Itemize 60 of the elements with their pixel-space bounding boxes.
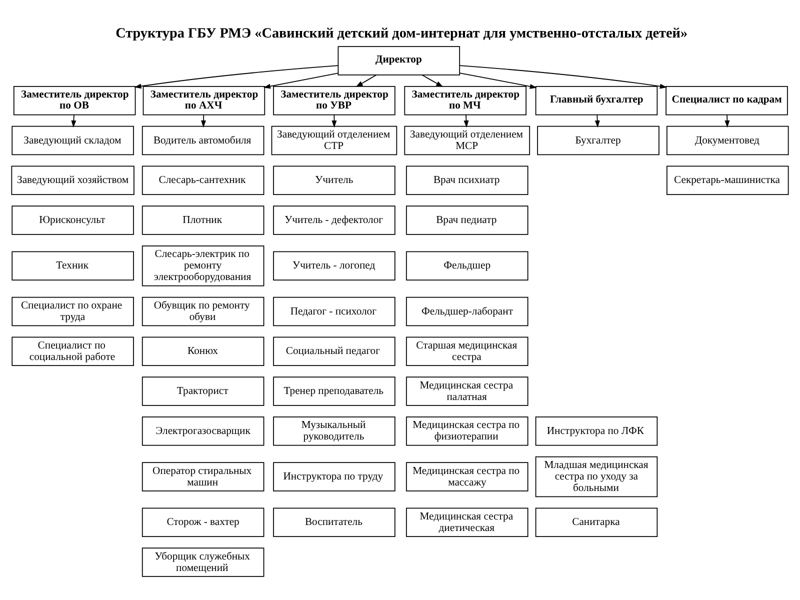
node-box: Плотник [142,206,264,235]
node-box: Социальный педагог [273,336,396,366]
node-box: Учитель - логопед [273,251,396,280]
node-box: Директор [338,46,460,76]
node-box: Медицинская сестра по физиотерапии [406,416,528,446]
node-box: Слесарь-сантехник [142,166,264,195]
node-box: Слесарь-электрик по ремонту электрооборудования [142,246,264,286]
node-box: Техник [12,251,134,280]
node-box: Заведующий складом [12,126,134,156]
arrow [459,72,537,89]
arrow [356,74,377,88]
node-box: Специалист по охране труда [12,296,134,326]
node-box: Электрогазосварщик [142,416,264,446]
arrow [263,72,338,89]
node-box: Тренер преподаватель [273,376,396,406]
node-box: Учитель [273,166,396,195]
node-box: Документовед [666,126,789,156]
arrow [459,65,668,89]
node-box: Медицинская сестра по массажу [406,462,528,492]
node-box: Инструктора по труду [273,462,396,492]
node-box: Главный бухгалтер [535,86,658,116]
node-box: Заведующий отделением СТР [271,126,398,156]
node-box: Заместитель директор по УВР [273,86,396,116]
node-box: Заведующий хозяйством [11,166,134,195]
node-box: Инструктора по ЛФК [535,416,658,446]
node-box: Специалист по кадрам [666,86,788,116]
node-box: Сторож - вахтер [142,508,264,538]
node-box: Оператор стиральных машин [142,462,264,492]
node-box: Медицинская сестра палатная [406,376,528,406]
node-box: Медицинская сестра диетическая [406,508,528,538]
arrow [134,65,339,89]
arrow [724,114,730,128]
node-box: Педагог - психолог [273,296,396,326]
node-box: Обувщик по ремонту обуви [142,296,264,326]
node-box: Музыкальный руководитель [273,416,396,446]
node-box: Врач психиатр [406,166,528,195]
node-box: Юрисконсульт [12,206,134,235]
arrow [201,114,206,128]
node-box: Конюх [142,336,264,366]
node-box: Фельдшер-лаборант [406,296,528,326]
node-box: Заместитель директор по АХЧ [142,86,266,116]
node-box: Уборщик служебных помещений [142,548,264,577]
node-box: Санитарка [535,508,658,538]
node-box: Младшая медицинская сестра по уходу за больными [535,456,658,498]
node-box: Заведующий отделением МСР [404,126,530,156]
node-box: Заместитель директор по ОВ [13,86,136,116]
node-box: Старшая медицинская сестра [406,336,528,366]
arrow [422,74,444,88]
node-box: Тракторист [142,376,264,406]
node-box: Фельдшер [406,251,528,280]
node-box: Врач педиатр [406,206,528,235]
node-box: Воспитатель [273,508,396,538]
node-box: Секретарь-машинистка [666,166,789,195]
node-box: Учитель - дефектолог [273,206,396,235]
node-box: Специалист по социальной работе [12,336,134,366]
arrow [464,114,469,128]
node-box: Заместитель директор по МЧ [404,86,526,116]
node-box: Водитель автомобиля [142,126,264,156]
node-box: Бухгалтер [537,126,660,156]
diagram-title: Структура ГБУ РМЭ «Савинский детский дом-интернат для умственно-отсталых детей» [116,26,688,42]
